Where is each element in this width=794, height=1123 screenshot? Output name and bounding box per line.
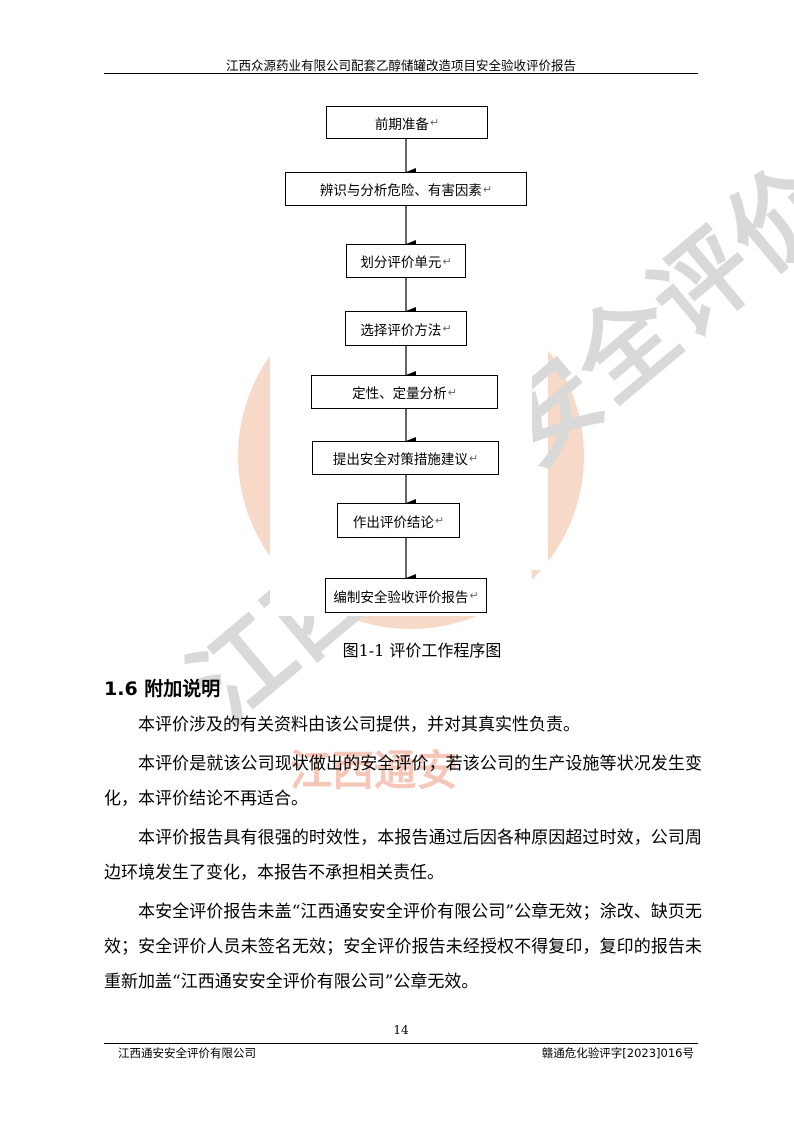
flow-step-conclusion: 作出评价结论↵	[337, 503, 460, 538]
flow-step-divide-units: 划分评价单元↵	[346, 244, 466, 278]
header-rule	[104, 73, 698, 74]
paragraph: 本评价报告具有很强的时效性，本报告通过后因各种原因超过时效，公司周边环境发生了变…	[104, 828, 702, 883]
return-mark: ↵	[447, 385, 457, 399]
return-mark: ↵	[429, 116, 440, 129]
flow-step-prepare: 前期准备↵	[326, 106, 488, 139]
flow-step-select-method: 选择评价方法↵	[345, 311, 467, 346]
paragraph: 本评价是就该公司现状做出的安全评价，若该公司的生产设施等状况发生变化，本评价结论…	[104, 754, 702, 809]
return-mark: ↵	[434, 514, 445, 527]
return-mark: ↵	[442, 322, 452, 335]
flow-step-countermeasures: 提出安全对策措施建议↵	[312, 441, 499, 475]
footer-company: 江西通安安全评价有限公司	[118, 1046, 256, 1060]
return-mark: ↵	[482, 182, 493, 196]
footer-rule	[104, 1043, 698, 1044]
body-text: 本评价涉及的有关资料由该公司提供，并对其真实性负责。 本评价是就该公司现状做出的…	[104, 708, 702, 1004]
footer-report-number: 赣通危化验评字[2023]016号	[541, 1046, 694, 1060]
section-heading: 1.6 附加说明	[104, 678, 221, 700]
paragraph: 本安全评价报告未盖“江西通安安全评价有限公司”公章无效；涂改、缺页无效；安全评价…	[104, 902, 702, 992]
flow-step-report: 编制安全验收评价报告↵	[325, 578, 487, 613]
figure-caption: 图1-1 评价工作程序图	[342, 641, 502, 660]
paragraph: 本评价涉及的有关资料由该公司提供，并对其真实性负责。	[138, 715, 580, 735]
return-mark: ↵	[442, 254, 452, 268]
flow-step-analysis: 定性、定量分析↵	[311, 375, 498, 409]
page-header: 江西众源药业有限公司配套乙醇储罐改造项目安全验收评价报告	[225, 58, 576, 73]
page-number: 14	[393, 1023, 409, 1037]
flow-step-identify-hazards: 辨识与分析危险、有害因素↵	[285, 172, 527, 206]
return-mark: ↵	[468, 451, 479, 465]
return-mark: ↵	[469, 589, 479, 602]
